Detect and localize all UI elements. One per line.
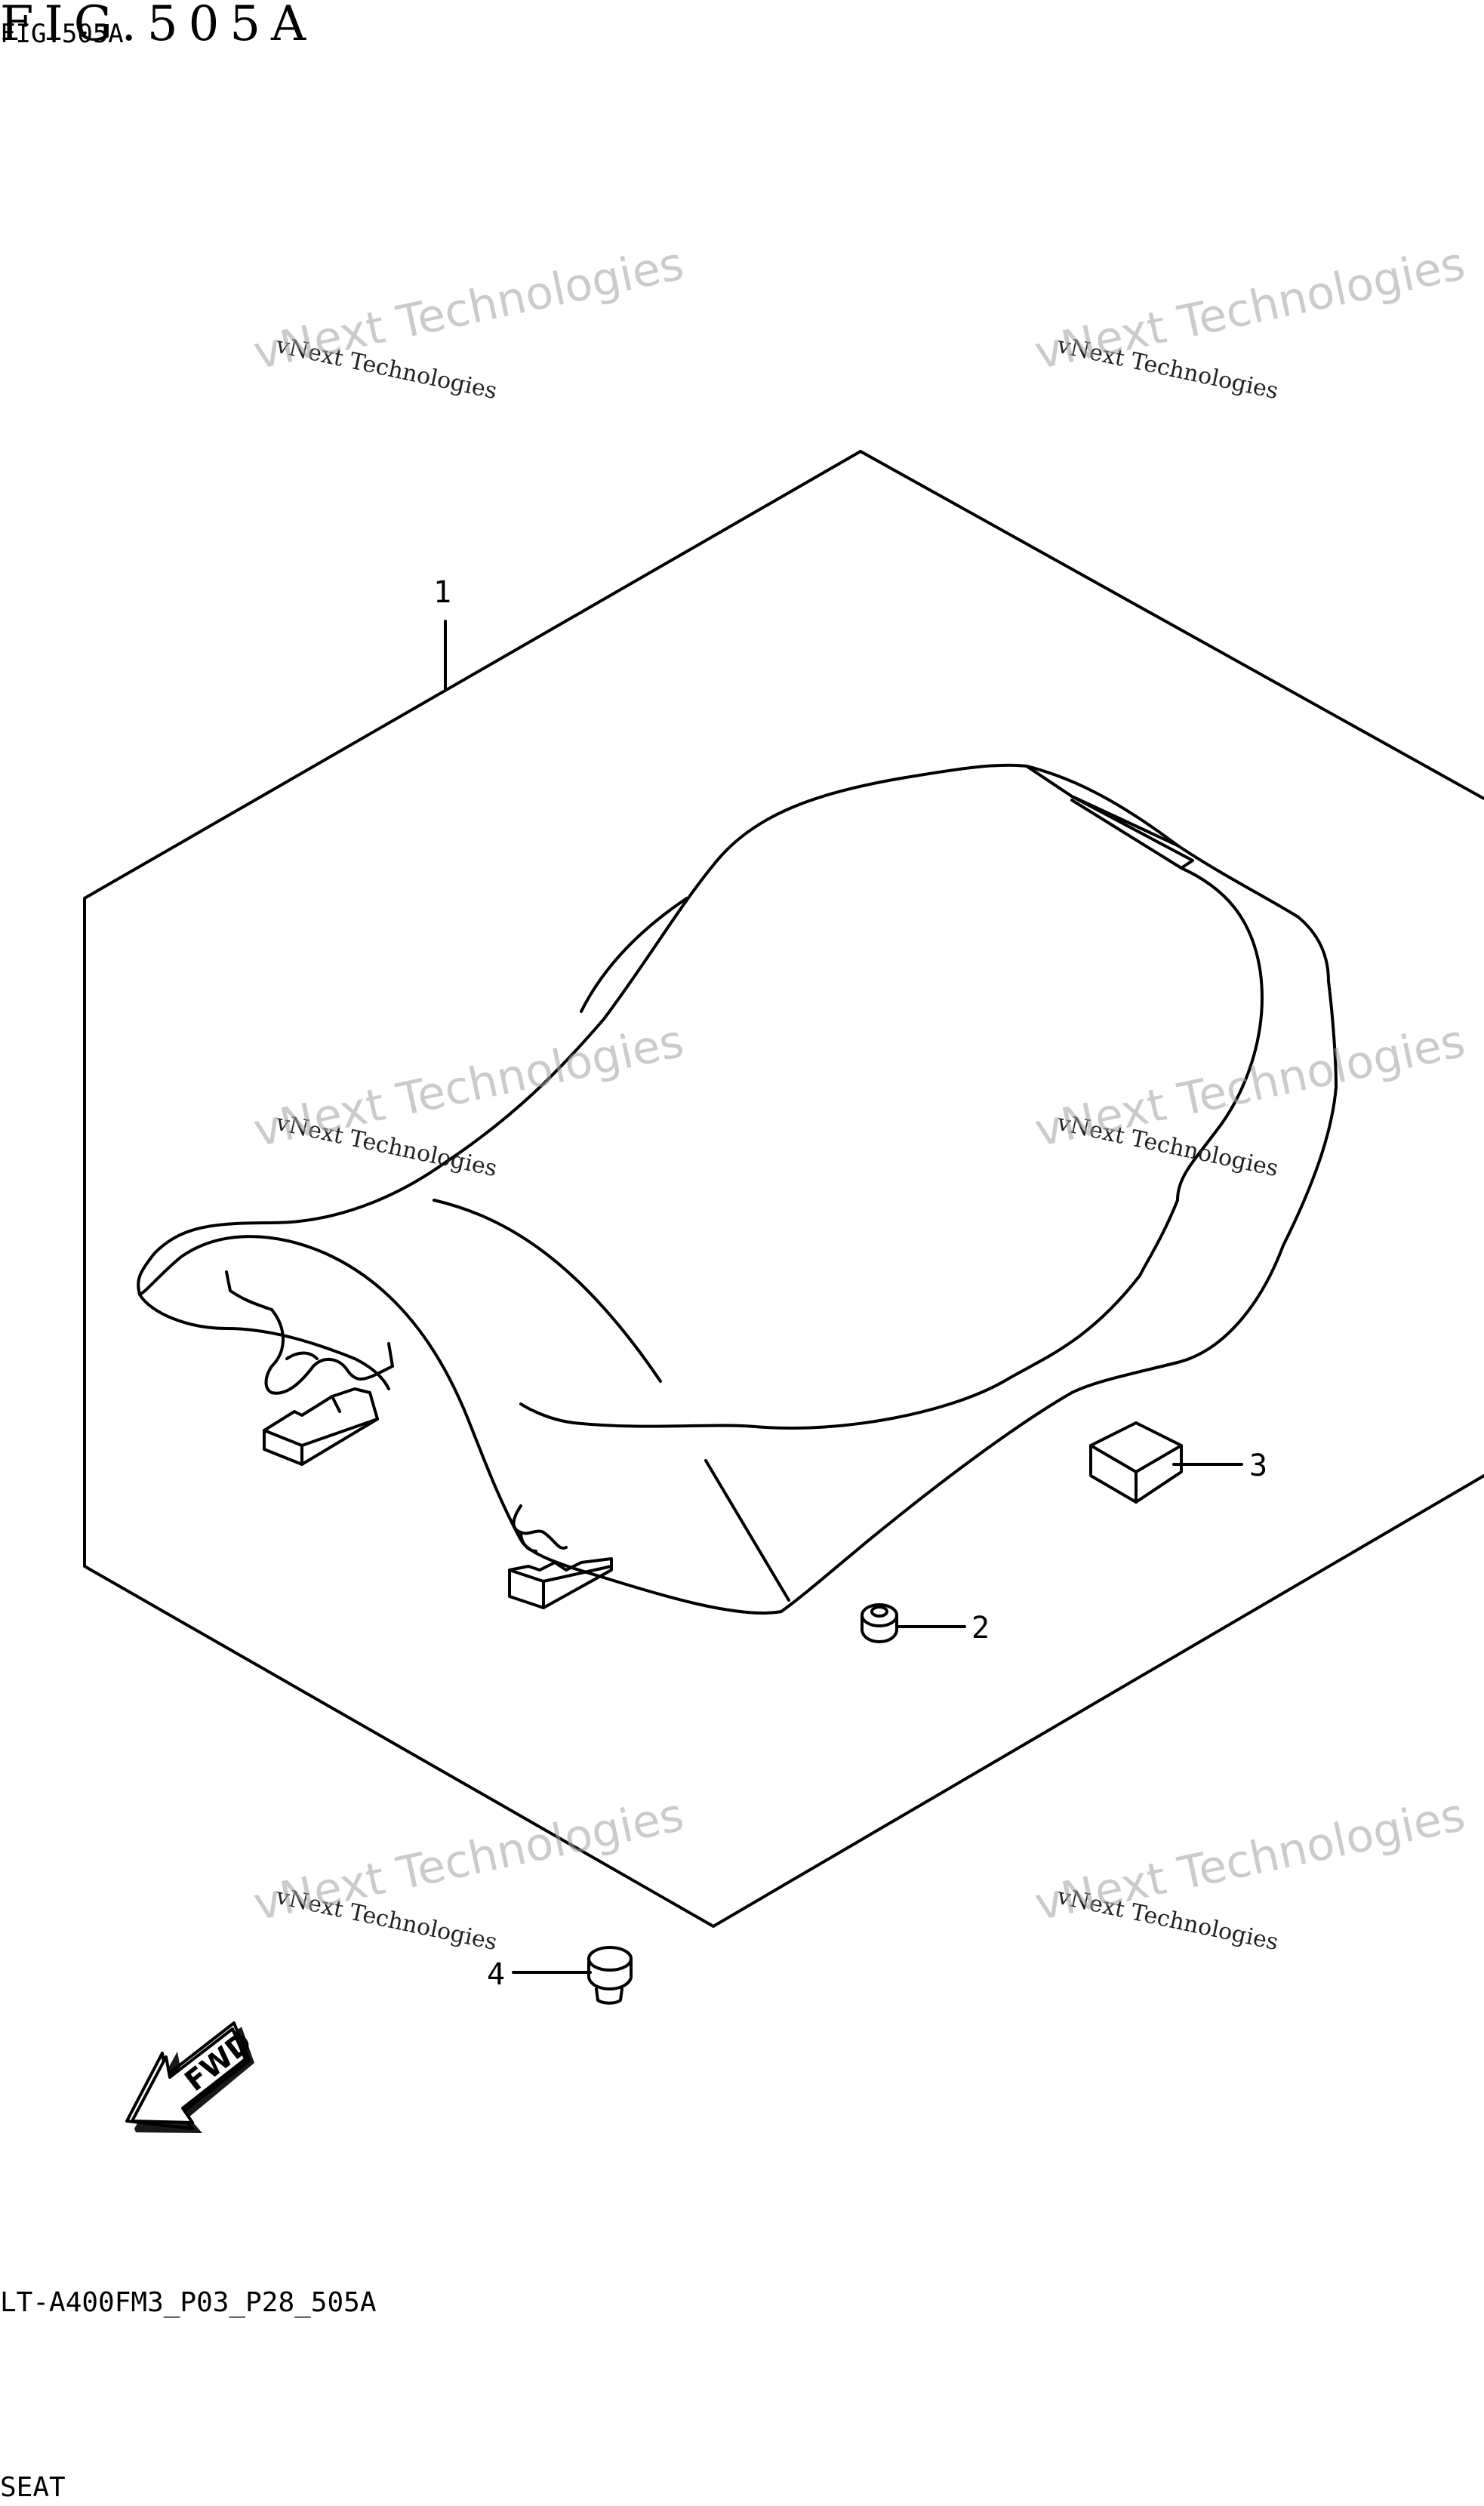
grommet-part-2 bbox=[861, 1603, 898, 1643]
block-part-3 bbox=[1089, 1421, 1183, 1504]
figure-name: SEAT bbox=[0, 2472, 66, 2503]
seat-part bbox=[137, 763, 1338, 1615]
figure-title-overprint: FIG.505A bbox=[0, 19, 124, 49]
cap-part-4 bbox=[587, 1946, 633, 2005]
callout-1: 1 bbox=[433, 575, 452, 610]
figure-title: FIG.505A bbox=[0, 0, 317, 52]
figure-code: LT-A400FM3_P03_P28_505A bbox=[0, 2287, 377, 2318]
callout-3: 3 bbox=[1249, 1448, 1268, 1483]
assembly-outline bbox=[83, 450, 1484, 1928]
callout-4: 4 bbox=[487, 1957, 506, 1992]
callout-2: 2 bbox=[971, 1611, 990, 1646]
fwd-arrow-icon: FWD bbox=[125, 2021, 258, 2133]
